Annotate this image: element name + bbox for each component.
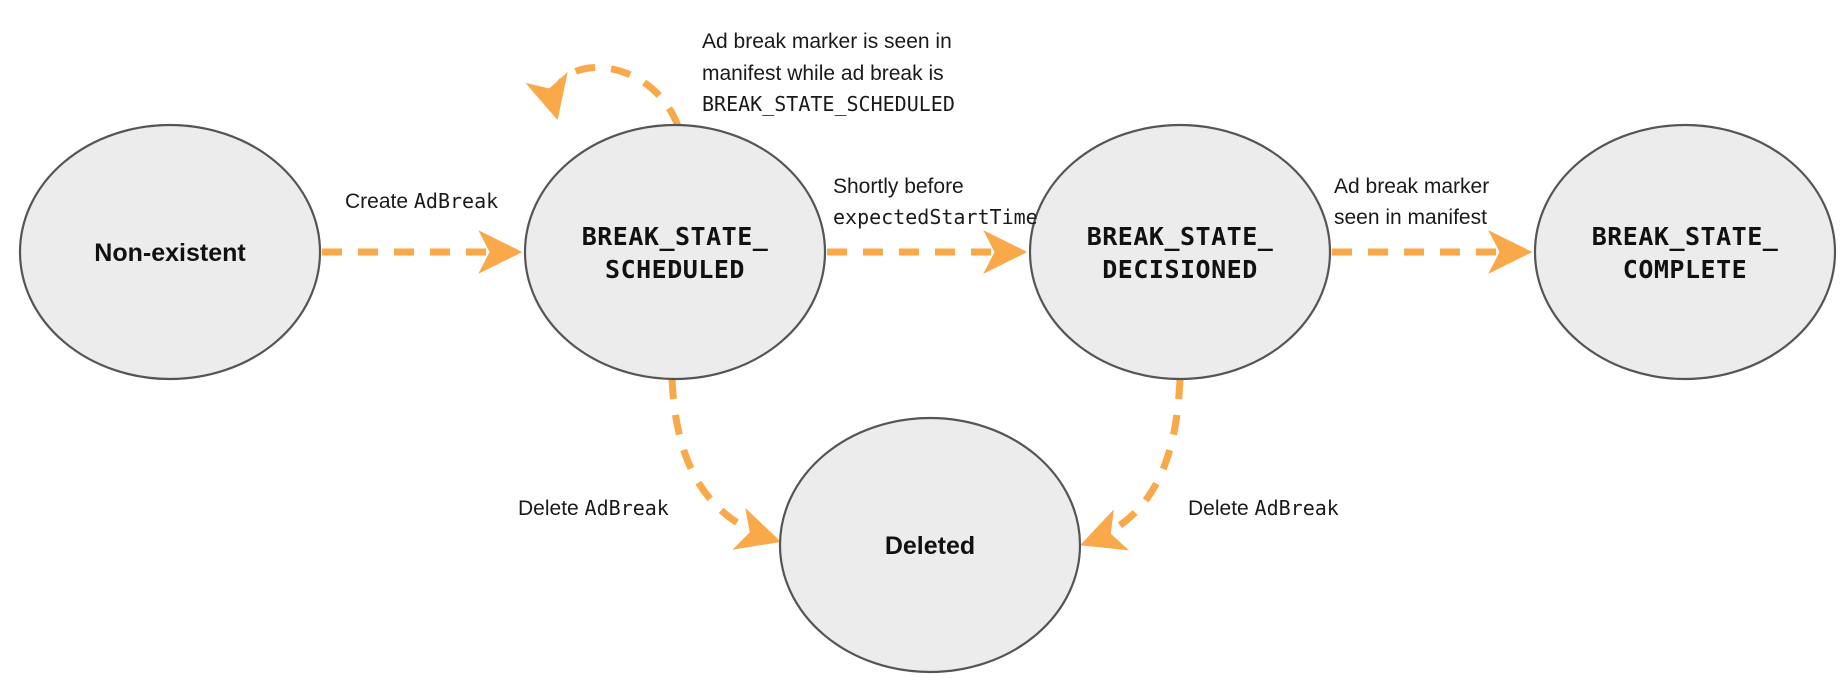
node-deleted-shape[interactable] [778, 416, 1082, 674]
edge-label-create-prefix: Create [345, 190, 414, 213]
edge-self-loop-scheduled-line [525, 64, 682, 128]
edge-scheduled-to-deleted [668, 378, 782, 550]
edge-label-scheduled-to-deleted: Delete AdBreak [518, 496, 669, 520]
node-break-state-complete[interactable]: BREAK_STATE_ COMPLETE [1533, 123, 1837, 381]
edge-label-delete-left-prefix: Delete [518, 497, 585, 520]
edge-label-delete-left-code: AdBreak [585, 496, 669, 520]
node-non-existent[interactable]: Non-existent [18, 123, 322, 381]
node-break-state-complete-label-line2: COMPLETE [1623, 255, 1747, 284]
edge-label-decisioned-to-complete: Ad break marker seen in manifest [1334, 175, 1489, 229]
node-break-state-scheduled-shape[interactable] [523, 123, 827, 381]
edge-decisioned-to-deleted-line [1080, 378, 1184, 551]
node-break-state-decisioned-label-line1: BREAK_STATE_ [1087, 222, 1274, 251]
edge-label-marker-line2: seen in manifest [1334, 206, 1487, 229]
edge-label-marker-line1: Ad break marker [1334, 175, 1489, 198]
edge-label-self-loop-line1: Ad break marker is seen in [702, 30, 952, 53]
node-break-state-scheduled[interactable]: BREAK_STATE_ SCHEDULED [523, 123, 827, 381]
node-deleted-label: Deleted [885, 532, 975, 560]
edge-scheduled-to-deleted-line [668, 378, 782, 550]
edge-label-create-adbreak: Create AdBreak [345, 189, 498, 213]
edge-label-delete-left-text: Delete AdBreak [518, 496, 669, 520]
edge-label-delete-right-code: AdBreak [1255, 496, 1339, 520]
edge-label-delete-right-text: Delete AdBreak [1188, 496, 1339, 520]
edge-self-loop-scheduled [525, 64, 682, 128]
edge-label-delete-right-prefix: Delete [1188, 497, 1255, 520]
edge-label-scheduled-to-decisioned: Shortly before expectedStartTime [833, 175, 1038, 229]
edge-label-shortly-line2: expectedStartTime [833, 205, 1038, 229]
node-break-state-complete-label-line1: BREAK_STATE_ [1592, 222, 1779, 251]
node-break-state-complete-shape[interactable] [1533, 123, 1837, 381]
edge-label-self-loop-scheduled: Ad break marker is seen in manifest whil… [702, 30, 955, 116]
node-break-state-scheduled-label-line1: BREAK_STATE_ [582, 222, 769, 251]
node-deleted[interactable]: Deleted [778, 416, 1082, 674]
edge-decisioned-to-deleted [1080, 378, 1184, 551]
node-break-state-decisioned[interactable]: BREAK_STATE_ DECISIONED [1028, 123, 1332, 381]
edge-label-create-code: AdBreak [414, 189, 498, 213]
node-break-state-decisioned-shape[interactable] [1028, 123, 1332, 381]
edge-label-shortly-line1: Shortly before [833, 175, 964, 198]
edge-label-decisioned-to-deleted: Delete AdBreak [1188, 496, 1339, 520]
node-break-state-scheduled-label-line2: SCHEDULED [605, 255, 745, 284]
edge-label-create-adbreak-text: Create AdBreak [345, 189, 498, 213]
node-break-state-decisioned-label-line2: DECISIONED [1102, 255, 1258, 284]
node-non-existent-shape[interactable] [18, 123, 322, 381]
edge-label-self-loop-line3: BREAK_STATE_SCHEDULED [702, 92, 955, 116]
edge-label-self-loop-line2: manifest while ad break is [702, 62, 944, 85]
node-non-existent-label: Non-existent [94, 239, 246, 267]
